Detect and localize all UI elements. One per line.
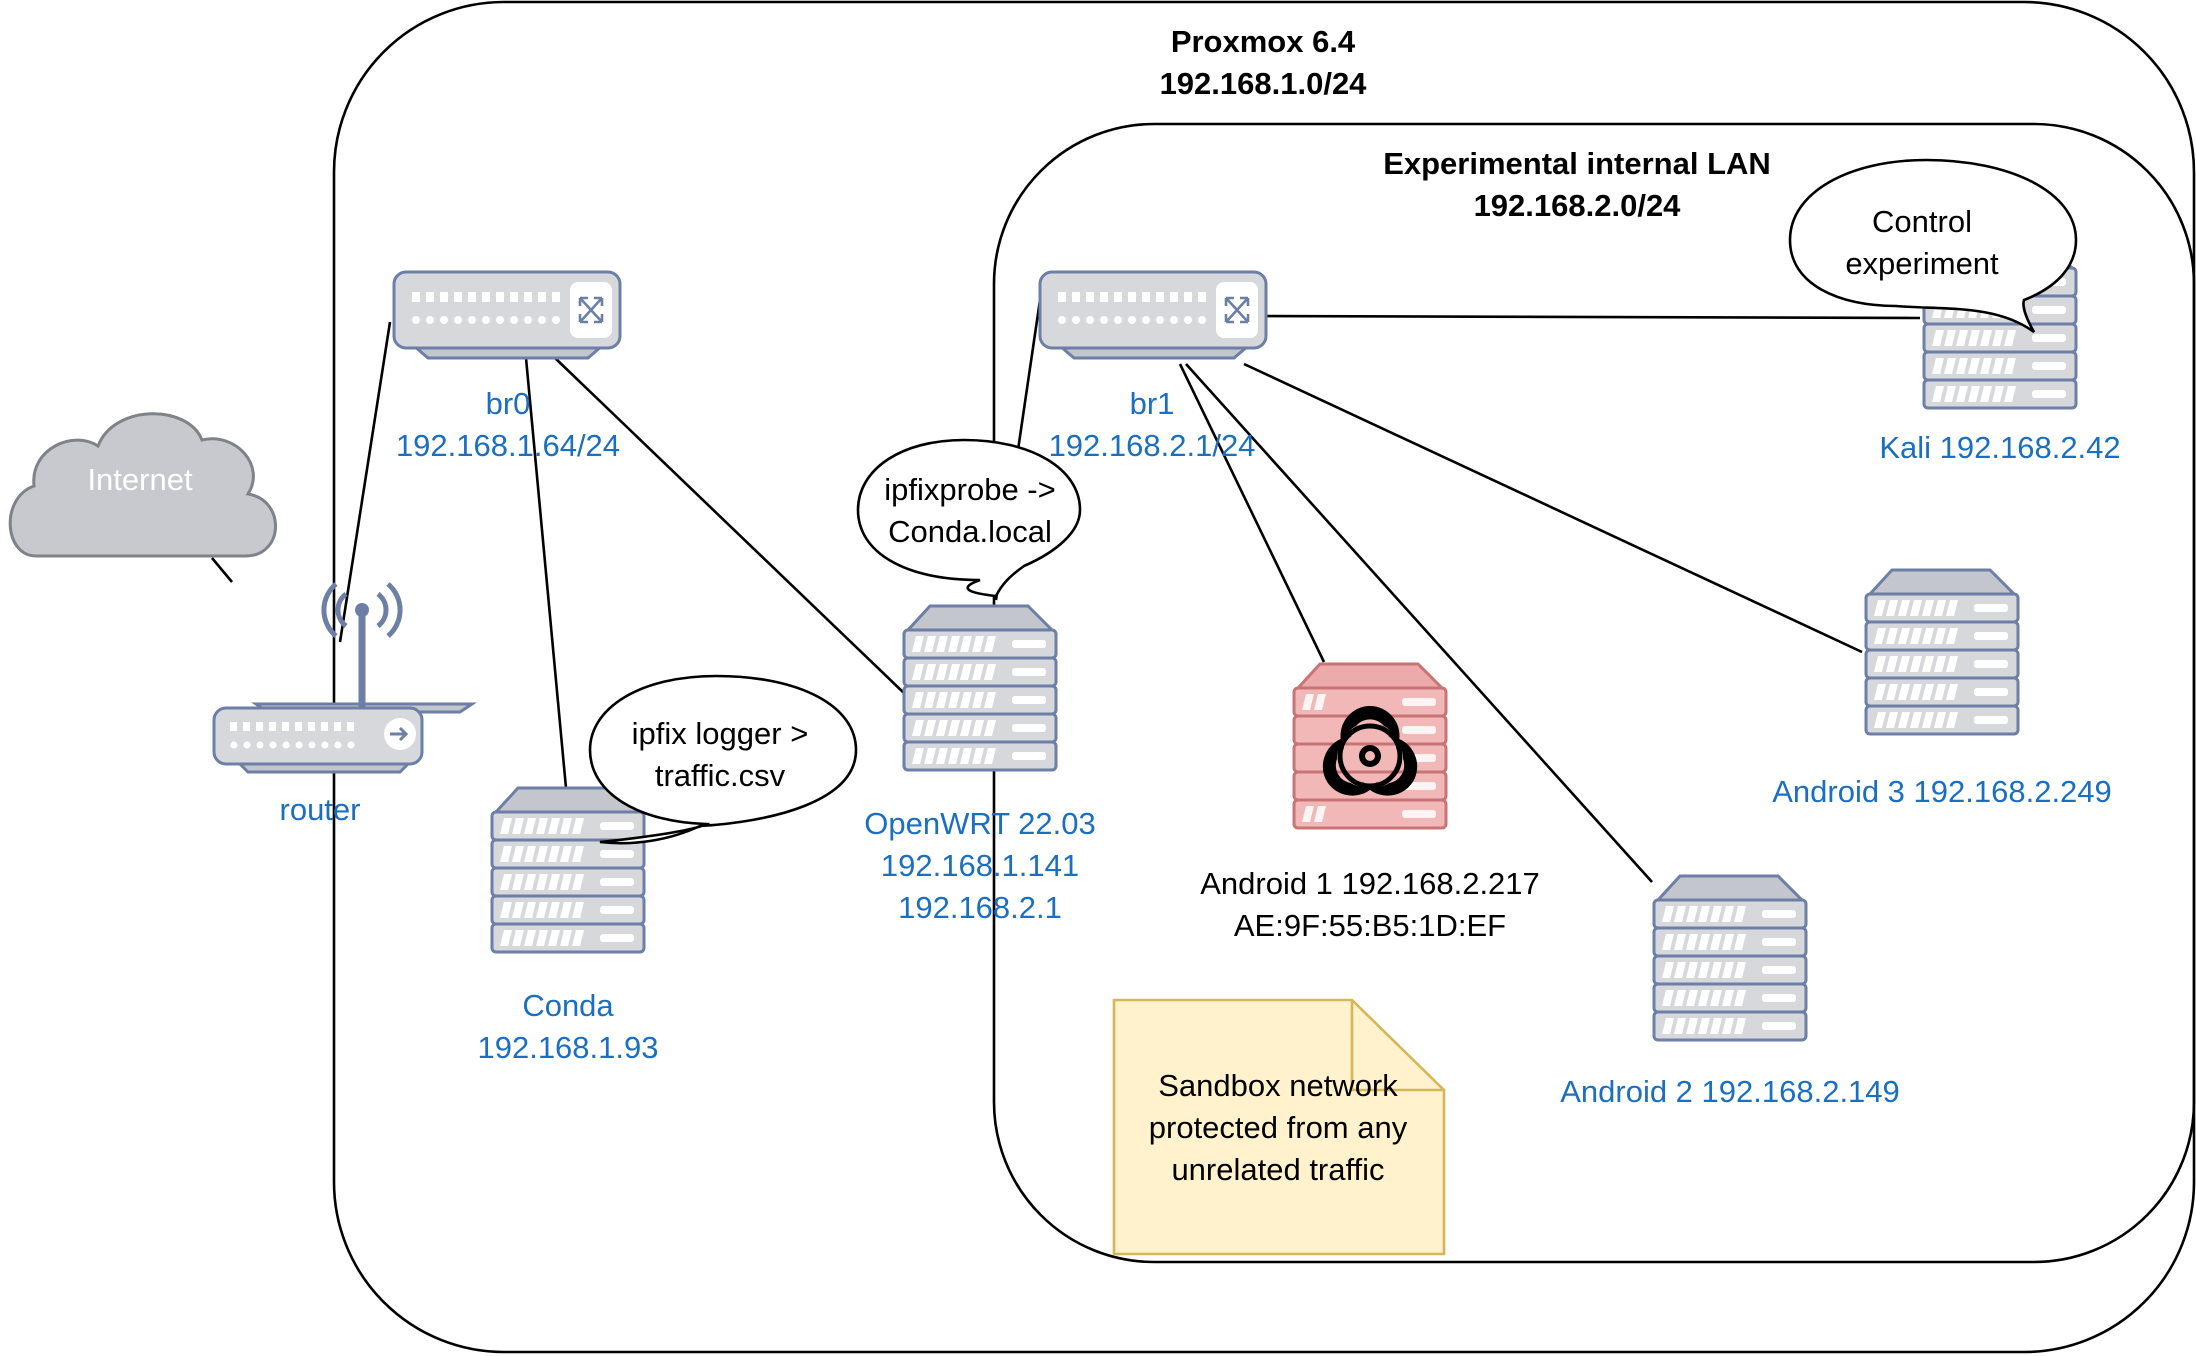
router-label: router bbox=[280, 792, 361, 827]
note-line3: unrelated traffic bbox=[1171, 1152, 1384, 1187]
bubble-control-line1: Control bbox=[1872, 204, 1972, 239]
bubble-ipfix-logger-line1: ipfix logger > bbox=[632, 716, 809, 751]
network-switch-icon bbox=[392, 270, 622, 360]
android1-label-line2: AE:9F:55:B5:1D:EF bbox=[1234, 908, 1506, 943]
br1-label-line1: br1 bbox=[1130, 386, 1175, 421]
server-openwrt[interactable] bbox=[902, 604, 1058, 772]
biohazard-icon bbox=[1322, 706, 1418, 796]
openwrt-label-line1: OpenWRT 22.03 bbox=[864, 806, 1096, 841]
switch-br0[interactable] bbox=[392, 270, 622, 360]
network-switch-icon bbox=[1038, 270, 1268, 360]
bubble-control: Control experiment bbox=[1788, 158, 2078, 334]
bubble-ipfixprobe: ipfixprobe -> Conda.local bbox=[856, 438, 1082, 598]
sandbox-note: Sandbox network protected from any unrel… bbox=[1112, 998, 1446, 1256]
server-android1[interactable] bbox=[1292, 662, 1448, 830]
link-br0-conda bbox=[524, 357, 568, 789]
link-br0-openwrt bbox=[554, 357, 906, 695]
conda-label-line1: Conda bbox=[522, 988, 614, 1023]
internal-lan-title-line1: Experimental internal LAN bbox=[1383, 146, 1771, 181]
internal-lan-title-line2: 192.168.2.0/24 bbox=[1474, 188, 1682, 223]
server-icon bbox=[490, 786, 646, 954]
server-android2[interactable] bbox=[1652, 874, 1808, 1042]
wireless-router-icon bbox=[251, 582, 477, 714]
android2-label: Android 2 192.168.2.149 bbox=[1560, 1074, 1900, 1109]
link-internet-router bbox=[211, 557, 233, 583]
bubble-ipfixprobe-line1: ipfixprobe -> bbox=[884, 472, 1055, 507]
openwrt-label-line2: 192.168.1.141 bbox=[881, 848, 1079, 883]
conda-label-line2: 192.168.1.93 bbox=[477, 1030, 658, 1065]
bubble-ipfixprobe-line2: Conda.local bbox=[888, 514, 1052, 549]
br1-label-line2: 192.168.2.1/24 bbox=[1049, 428, 1256, 463]
proxmox-title-line1: Proxmox 6.4 bbox=[1171, 24, 1356, 59]
link-br1-android1 bbox=[1178, 363, 1326, 663]
android1-label-line1: Android 1 192.168.2.217 bbox=[1200, 866, 1540, 901]
server-icon bbox=[1864, 568, 2020, 736]
proxmox-title-line2: 192.168.1.0/24 bbox=[1160, 66, 1368, 101]
link-br1-android2 bbox=[1185, 363, 1653, 883]
note-line1: Sandbox network bbox=[1158, 1068, 1398, 1103]
internet-label: Internet bbox=[87, 462, 193, 497]
links bbox=[211, 299, 1921, 883]
link-router-br0 bbox=[338, 321, 392, 643]
router-body bbox=[212, 706, 424, 774]
link-br1-android3 bbox=[1243, 362, 1863, 654]
router-device[interactable] bbox=[251, 582, 477, 714]
note-line2: protected from any bbox=[1149, 1110, 1408, 1145]
bubble-ipfix-logger: ipfix logger > traffic.csv bbox=[588, 674, 858, 845]
bubble-ipfix-logger-line2: traffic.csv bbox=[655, 758, 786, 793]
openwrt-label-line3: 192.168.2.1 bbox=[898, 890, 1062, 925]
kali-label: Kali 192.168.2.42 bbox=[1879, 430, 2120, 465]
cloud-icon: Internet bbox=[8, 412, 277, 558]
server-icon bbox=[902, 604, 1058, 772]
bubble-control-line2: experiment bbox=[1845, 246, 1999, 281]
br0-label-line1: br0 bbox=[486, 386, 531, 421]
server-icon bbox=[1652, 874, 1808, 1042]
br0-label-line2: 192.168.1.64/24 bbox=[396, 428, 620, 463]
link-br1-kali bbox=[1263, 314, 1921, 320]
server-android3[interactable] bbox=[1864, 568, 2020, 736]
server-conda[interactable] bbox=[490, 786, 646, 954]
android3-label: Android 3 192.168.2.249 bbox=[1772, 774, 2112, 809]
switch-br1[interactable] bbox=[1038, 270, 1268, 360]
